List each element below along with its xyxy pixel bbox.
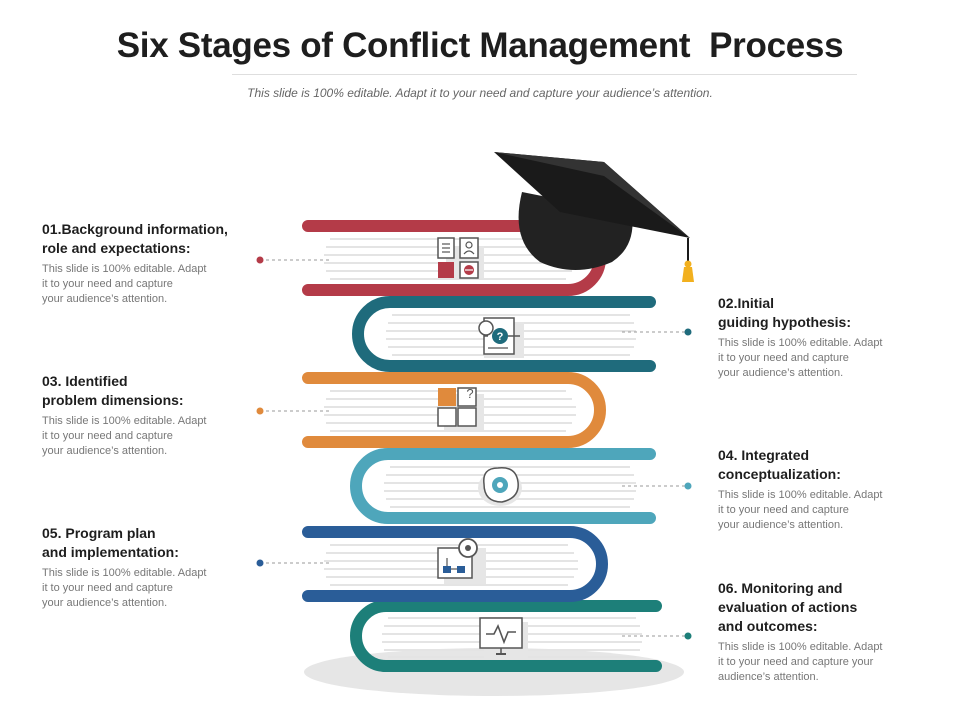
cap-board — [494, 152, 690, 238]
cap-board-top — [494, 152, 690, 238]
stage-06-title: 06. Monitoring and evaluation of actions… — [718, 580, 858, 634]
book-06-cover — [350, 600, 662, 672]
stage-02-title: 02.Initial guiding hypothesis: — [718, 295, 851, 330]
page-title: Six Stages of Conflict Management Proces… — [116, 26, 844, 65]
stage-03-description: This slide is 100% editable. Adapt it to… — [42, 415, 207, 457]
book-03-cover — [302, 372, 606, 448]
stage-04-description: This slide is 100% editable. Adapt it to… — [718, 489, 883, 531]
svg-text:?: ? — [466, 386, 473, 401]
profile-card-icon — [437, 237, 484, 279]
connector-dot-01 — [256, 256, 264, 264]
idea-question-icon: ? — [478, 317, 524, 358]
monitor-pulse-icon — [479, 617, 528, 658]
stage-03: 03. Identified problem dimensions: This … — [42, 372, 272, 459]
stage-01: 01.Background information, role and expe… — [42, 220, 272, 307]
tassel — [682, 267, 694, 282]
book-02 — [352, 296, 656, 372]
stage-04-title: 04. Integrated conceptualization: — [718, 447, 841, 482]
stage-04: 04. Integrated conceptualization: This s… — [718, 446, 948, 533]
connector-dot-02 — [684, 328, 692, 336]
stage-05: 05. Program plan and implementation: Thi… — [42, 524, 272, 611]
connector-dot-04 — [684, 482, 692, 490]
book-04-cover — [350, 448, 656, 524]
book-05-cover — [302, 526, 608, 602]
page-subtitle: This slide is 100% editable. Adapt it to… — [247, 86, 713, 100]
book-02-cover — [352, 296, 656, 372]
stage-03-title: 03. Identified problem dimensions: — [42, 373, 184, 408]
svg-text:?: ? — [497, 331, 504, 343]
stage-01-title: 01.Background information, role and expe… — [42, 221, 228, 256]
tassel-knot — [684, 260, 692, 268]
graduation-cap-icon — [494, 152, 694, 282]
connector-dot-03 — [256, 407, 264, 415]
stage-02-description: This slide is 100% editable. Adapt it to… — [718, 337, 883, 379]
puzzle-icon: ? — [437, 386, 484, 430]
title-divider — [232, 74, 857, 75]
connector-dot-05 — [256, 559, 264, 567]
stage-02: 02.Initial guiding hypothesis: This slid… — [718, 294, 948, 381]
connectors — [260, 259, 688, 637]
stage-06-description: This slide is 100% editable. Adapt it to… — [718, 641, 883, 683]
stage-06: 06. Monitoring and evaluation of actions… — [718, 579, 948, 685]
gear-flowchart-icon — [437, 538, 486, 584]
stage-05-description: This slide is 100% editable. Adapt it to… — [42, 567, 207, 609]
stage-05-title: 05. Program plan and implementation: — [42, 525, 179, 560]
connector-dot-06 — [684, 632, 692, 640]
book-02-pages — [386, 314, 636, 356]
stage-01-description: This slide is 100% editable. Adapt it to… — [42, 263, 207, 305]
brain-gear-icon — [478, 467, 522, 506]
